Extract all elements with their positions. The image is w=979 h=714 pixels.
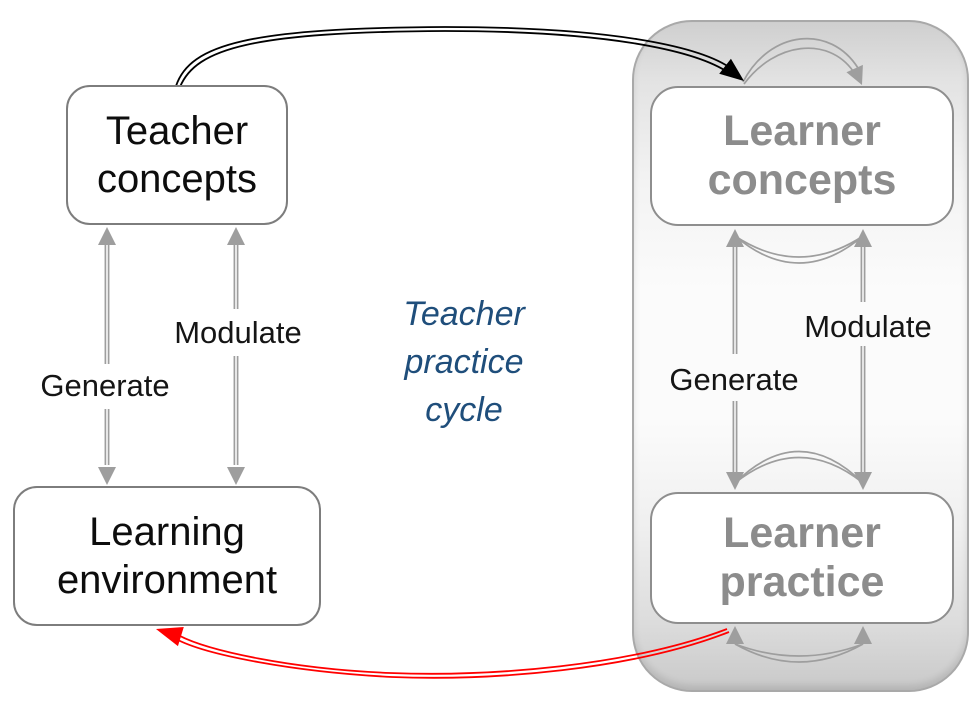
teacher-modulate-arrow bbox=[227, 227, 245, 485]
node-learner-concepts-label: Learner concepts bbox=[707, 106, 897, 204]
node-learning-environment-label: Learning environment bbox=[56, 510, 278, 602]
arrowhead-up-icon bbox=[227, 227, 245, 245]
teacher-practice-cycle-caption: Teacher practice cycle bbox=[403, 295, 525, 429]
node-learner-practice: Learner practice bbox=[650, 492, 954, 624]
edge-label-teacher-modulate: Modulate bbox=[174, 315, 302, 350]
edge-label-teacher-generate: Generate bbox=[40, 368, 170, 403]
node-learner-practice-label: Learner practice bbox=[719, 508, 885, 606]
node-teacher-concepts: Teacher concepts bbox=[66, 85, 288, 225]
node-learner-concepts: Learner concepts bbox=[650, 86, 954, 226]
teacher-generate-arrow bbox=[98, 227, 116, 485]
arrowhead-up-icon bbox=[98, 227, 116, 245]
edge-label-learner-generate: Generate bbox=[669, 362, 799, 397]
arrowhead-down-icon bbox=[98, 467, 116, 485]
arrowhead-down-icon bbox=[227, 467, 245, 485]
node-learning-environment: Learning environment bbox=[13, 486, 321, 626]
node-teacher-concepts-label: Teacher concepts bbox=[96, 109, 258, 201]
edge-label-learner-modulate: Modulate bbox=[804, 309, 932, 344]
